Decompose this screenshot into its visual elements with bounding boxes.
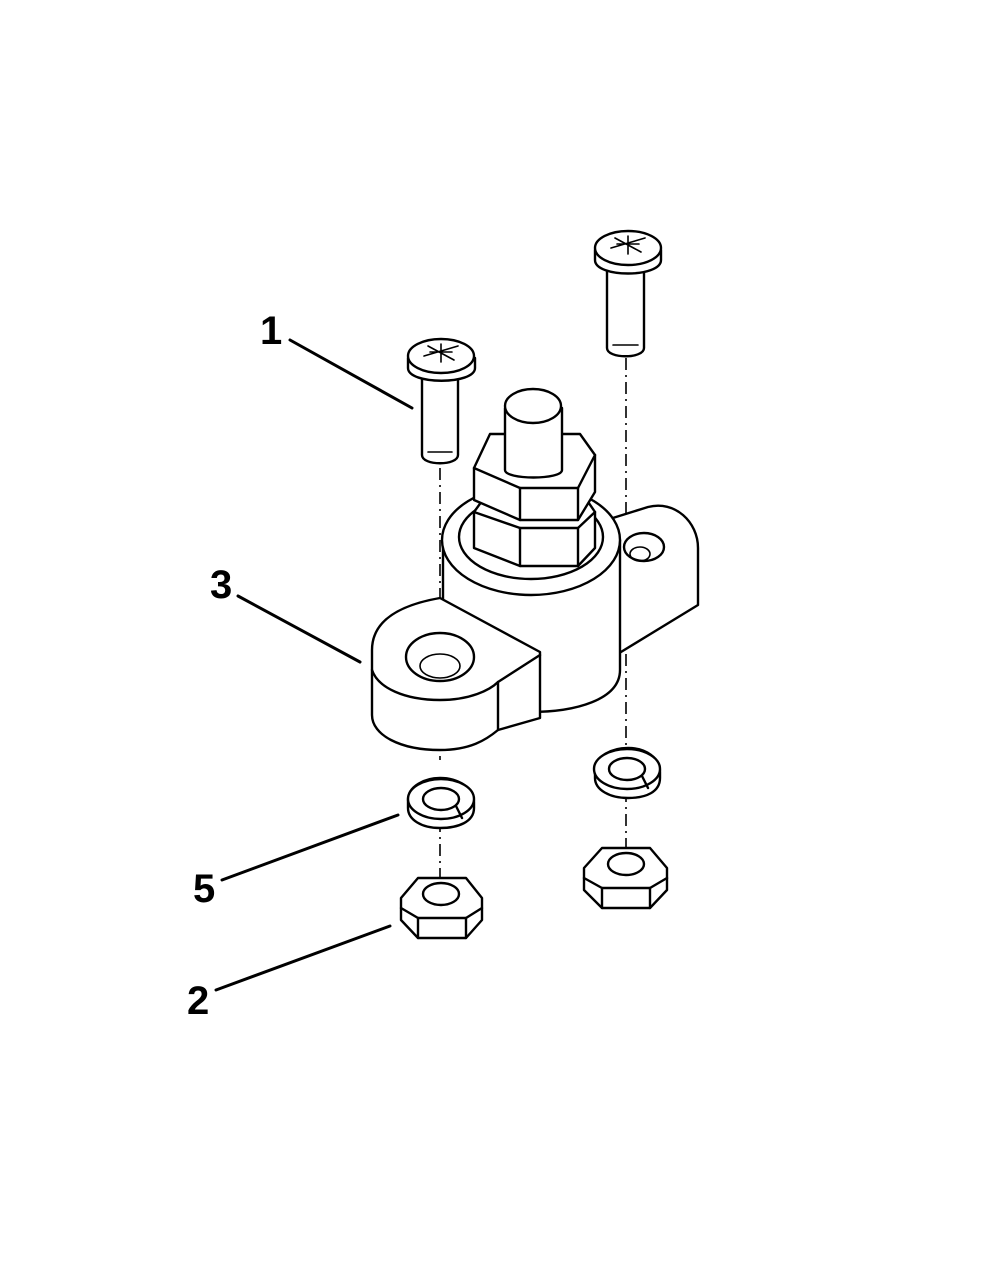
lock-washer-right <box>592 746 662 800</box>
callout-2: 2 <box>187 979 209 1023</box>
callout-1: 1 <box>260 309 282 353</box>
leader-line-2 <box>214 924 392 992</box>
leader-line-3 <box>236 594 362 664</box>
hex-nut-right <box>582 846 669 910</box>
lock-washer-left <box>406 776 476 830</box>
screw-right <box>593 229 663 358</box>
leader-line-5 <box>220 813 400 882</box>
leader-line-1 <box>288 338 414 410</box>
screw-left <box>406 337 477 465</box>
callout-3: 3 <box>210 563 232 607</box>
callout-5: 5 <box>193 867 215 911</box>
hex-nut-left <box>399 876 484 940</box>
terminal-stud <box>472 387 597 568</box>
